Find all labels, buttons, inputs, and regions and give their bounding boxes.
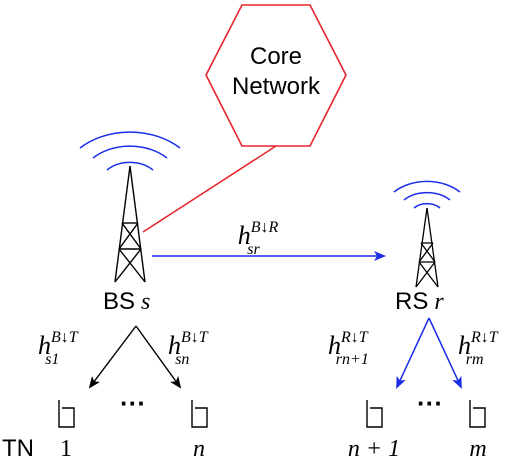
tn-prefix-label: TN bbox=[2, 435, 34, 462]
bs-signal-waves-icon bbox=[79, 131, 181, 171]
terminal-1-label: 1 bbox=[60, 436, 72, 462]
core-network: Core Network bbox=[205, 4, 347, 147]
core-network-label-line2: Network bbox=[232, 73, 321, 100]
bs-tnn-link-arrow bbox=[135, 325, 182, 389]
rs-tower-icon bbox=[415, 207, 439, 288]
terminal-n-plus-1-label: n + 1 bbox=[348, 436, 400, 462]
terminal-n-label: n bbox=[193, 436, 205, 462]
bs-terminals-ellipsis: ··· bbox=[120, 388, 146, 418]
bs-tn1-link-arrow bbox=[88, 325, 137, 389]
rs-tnm-link-arrow bbox=[428, 317, 462, 389]
core-network-hexagon bbox=[205, 4, 347, 147]
rs-signal-waves-icon bbox=[393, 180, 461, 209]
terminal-m-icon bbox=[469, 400, 486, 428]
terminal-1-icon bbox=[58, 400, 75, 428]
rs-tn-n1-link-arrow bbox=[396, 317, 430, 389]
bs-tower-icon bbox=[114, 165, 146, 283]
terminal-m-label: m bbox=[469, 436, 486, 462]
rs-terminals-ellipsis: ··· bbox=[417, 388, 443, 418]
terminal-n-icon bbox=[191, 400, 208, 428]
terminal-n-plus-1-icon bbox=[366, 400, 383, 428]
backhaul-link bbox=[142, 145, 277, 233]
core-network-label-line1: Core bbox=[250, 43, 302, 70]
